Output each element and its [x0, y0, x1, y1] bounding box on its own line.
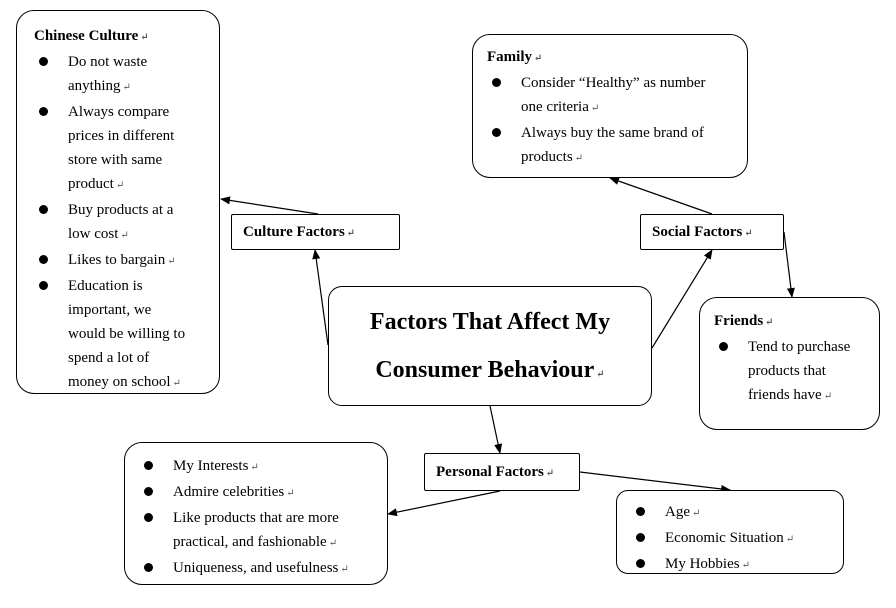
list-item-line: My Hobbies↵ — [665, 556, 750, 572]
arrow-personal-factors-to-interests — [387, 490, 501, 517]
personal-factors-box: Personal Factors↵ — [424, 453, 580, 491]
list-item: Consider “Healthy” as number one criteria… — [487, 71, 747, 121]
arrow-center-to-personal-factors — [489, 405, 503, 454]
list-item-line: Uniqueness, and usefulness↵ — [173, 560, 349, 576]
paragraph-mark: ↵ — [115, 180, 125, 191]
friends-list: Tend to purchase products that friends hav… — [714, 335, 879, 409]
list-item-line: Admire celebrities↵ — [173, 484, 295, 500]
paragraph-mark: ↵ — [122, 82, 131, 93]
list-item-line: anything↵ — [68, 78, 131, 94]
list-item-line: practical, and fashionable↵ — [173, 534, 338, 550]
family-title: Family↵ — [487, 49, 543, 65]
list-item: My Hobbies↵ — [631, 552, 843, 578]
list-item: Uniqueness, and usefulness↵ — [139, 556, 387, 582]
paragraph-mark: ↵ — [328, 538, 338, 549]
arrow-culture-factors-to-chinese-culture — [220, 196, 319, 215]
personal-demographics-list: Age↵ Economic Situation↵ My Hobbies↵ — [631, 500, 843, 578]
paragraph-mark: ↵ — [120, 230, 129, 241]
list-item-line: products↵ — [521, 149, 584, 165]
personal-interests-list: My Interests↵ Admire celebrities↵ Like pro… — [139, 454, 387, 582]
list-item: Always buy the same brand of products↵ — [487, 121, 747, 171]
chinese-culture-box: Chinese Culture↵ Do not waste anything↵ Al… — [16, 10, 220, 394]
list-item-line: money on school↵ — [68, 374, 181, 390]
list-item-line: Consider “Healthy” as number — [521, 75, 706, 91]
list-item: Like products that are more practical, an… — [139, 506, 387, 556]
list-item: Admire celebrities↵ — [139, 480, 387, 506]
list-item: My Interests↵ — [139, 454, 387, 480]
paragraph-mark: ↵ — [741, 560, 750, 571]
paragraph-mark: ↵ — [574, 153, 584, 164]
paragraph-mark: ↵ — [785, 534, 795, 545]
list-item-line: Do not waste — [68, 54, 148, 70]
list-item-line: Likes to bargain↵ — [68, 252, 176, 268]
list-item-line: store with same — [68, 152, 163, 168]
paragraph-mark: ↵ — [172, 378, 181, 389]
list-item: Tend to purchase products that friends hav… — [714, 335, 879, 409]
chinese-culture-title: Chinese Culture↵ — [34, 28, 149, 44]
list-item-line: would be willing to — [68, 326, 186, 342]
list-item-line: Economic Situation↵ — [665, 530, 795, 546]
social-factors-box: Social Factors↵ — [640, 214, 784, 250]
friends-box: Friends↵ Tend to purchase products that fr… — [699, 297, 880, 430]
paragraph-mark: ↵ — [250, 462, 259, 473]
paragraph-mark: ↵ — [823, 391, 833, 402]
paragraph-mark: ↵ — [286, 488, 295, 499]
list-item-line: spend a lot of — [68, 350, 150, 366]
list-item: Age↵ — [631, 500, 843, 526]
list-item: Economic Situation↵ — [631, 526, 843, 552]
list-item-line: important, we — [68, 302, 152, 318]
personal-demographics-box: Age↵ Economic Situation↵ My Hobbies↵ — [616, 490, 844, 574]
list-item-line: Always compare — [68, 104, 170, 120]
chinese-culture-list: Do not waste anything↵ Always compare price… — [34, 50, 219, 396]
list-item-line: friends have↵ — [748, 387, 833, 403]
paragraph-mark: ↵ — [692, 508, 701, 519]
arrow-social-factors-to-friends — [783, 231, 795, 298]
list-item: Always compare prices in different store w… — [34, 100, 219, 198]
list-item-line: Tend to purchase — [748, 339, 851, 355]
list-item-line: My Interests↵ — [173, 458, 259, 474]
arrow-social-factors-to-family — [609, 177, 713, 215]
list-item: Buy products at a low cost↵ — [34, 198, 219, 248]
list-item-line: Education is — [68, 278, 143, 294]
list-item-line: low cost↵ — [68, 226, 129, 242]
paragraph-mark: ↵ — [167, 256, 176, 267]
list-item-line: product↵ — [68, 176, 125, 192]
arrow-center-to-culture-factors — [312, 249, 329, 346]
arrow-center-to-social-factors — [651, 249, 713, 349]
list-item-line: Buy products at a — [68, 202, 174, 218]
personal-interests-box: My Interests↵ Admire celebrities↵ Like pro… — [124, 442, 388, 585]
arrow-personal-factors-to-demographics — [579, 471, 731, 493]
family-box: Family↵ Consider “Healthy” as number one … — [472, 34, 748, 178]
list-item-line: Age↵ — [665, 504, 701, 520]
list-item: Education is important, we would be willin… — [34, 274, 219, 396]
central-topic-box: Factors That Affect My Consumer Behaviou… — [328, 286, 652, 406]
central-topic-line-2: Consumer Behaviour↵ — [375, 357, 605, 383]
list-item: Do not waste anything↵ — [34, 50, 219, 100]
list-item-line: Always buy the same brand of — [521, 125, 704, 141]
list-item-line: products that — [748, 363, 826, 379]
list-item: Likes to bargain↵ — [34, 248, 219, 274]
list-item-line: Like products that are more — [173, 510, 339, 526]
paragraph-mark: ↵ — [340, 564, 349, 575]
paragraph-mark: ↵ — [590, 103, 600, 114]
friends-title: Friends↵ — [714, 313, 774, 329]
list-item-line: prices in different — [68, 128, 175, 144]
central-topic-line-1: Factors That Affect My — [369, 309, 611, 335]
list-item-line: one criteria↵ — [521, 99, 600, 115]
culture-factors-box: Culture Factors↵ — [231, 214, 400, 250]
family-list: Consider “Healthy” as number one criteria… — [487, 71, 747, 171]
